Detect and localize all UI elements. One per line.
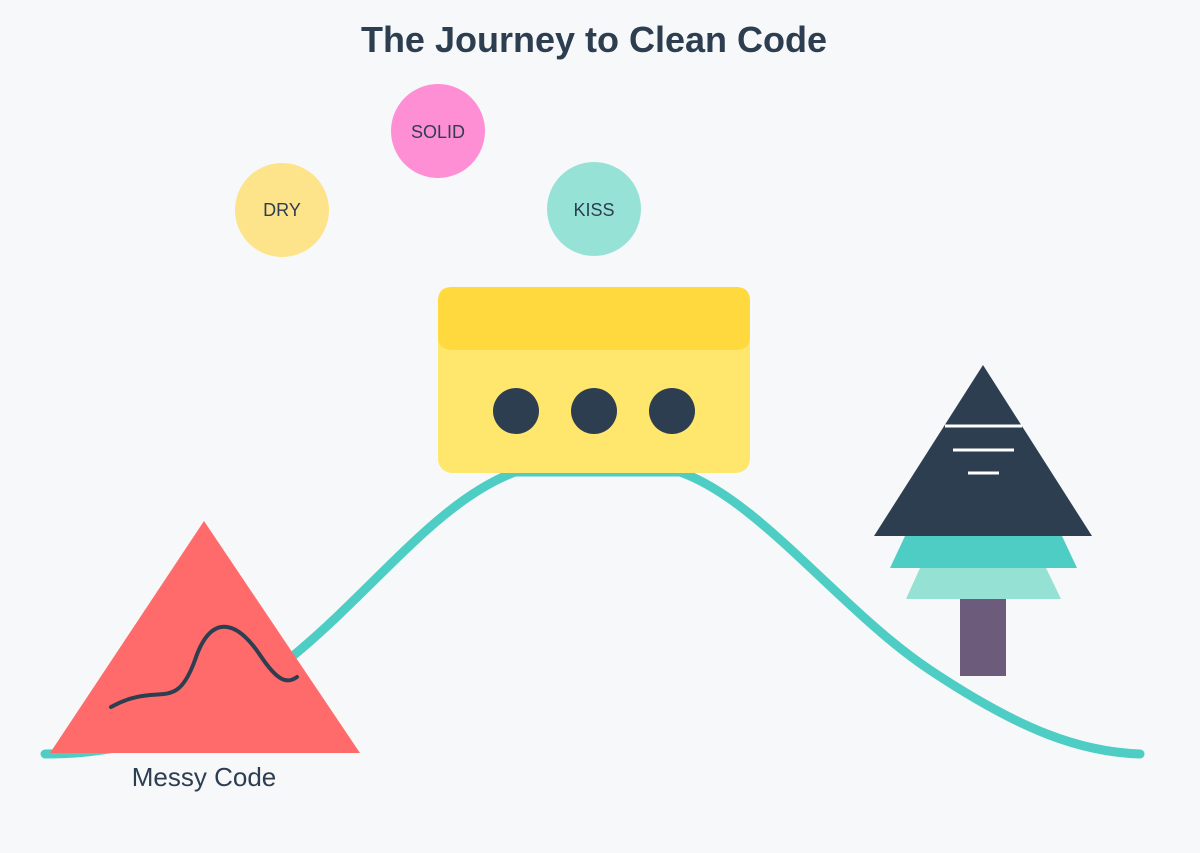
- diagram-title: The Journey to Clean Code: [361, 19, 827, 60]
- tree-tier-mid: [890, 536, 1077, 568]
- window-header: [438, 287, 750, 350]
- window-dot-icon: [571, 388, 617, 434]
- squiggle-icon: [109, 624, 299, 709]
- bubble-label: SOLID: [411, 122, 465, 142]
- principle-bubble-solid: SOLID: [391, 84, 485, 178]
- principle-bubble-dry: DRY: [235, 163, 329, 257]
- messy-code-caption: Messy Code: [132, 762, 277, 792]
- bubble-circle: [547, 162, 641, 256]
- clean-code-tree: [874, 365, 1092, 676]
- principle-bubble-kiss: KISS: [547, 162, 641, 256]
- messy-code-mountain: [50, 521, 360, 753]
- window-dot-icon: [493, 388, 539, 434]
- tree-trunk: [960, 598, 1006, 676]
- tree-tier-low: [906, 568, 1061, 599]
- window-dot-icon: [649, 388, 695, 434]
- bubble-label: KISS: [573, 200, 614, 220]
- bubble-label: DRY: [263, 200, 301, 220]
- bubble-circle: [235, 163, 329, 257]
- code-window: [438, 287, 750, 473]
- bubble-circle: [391, 84, 485, 178]
